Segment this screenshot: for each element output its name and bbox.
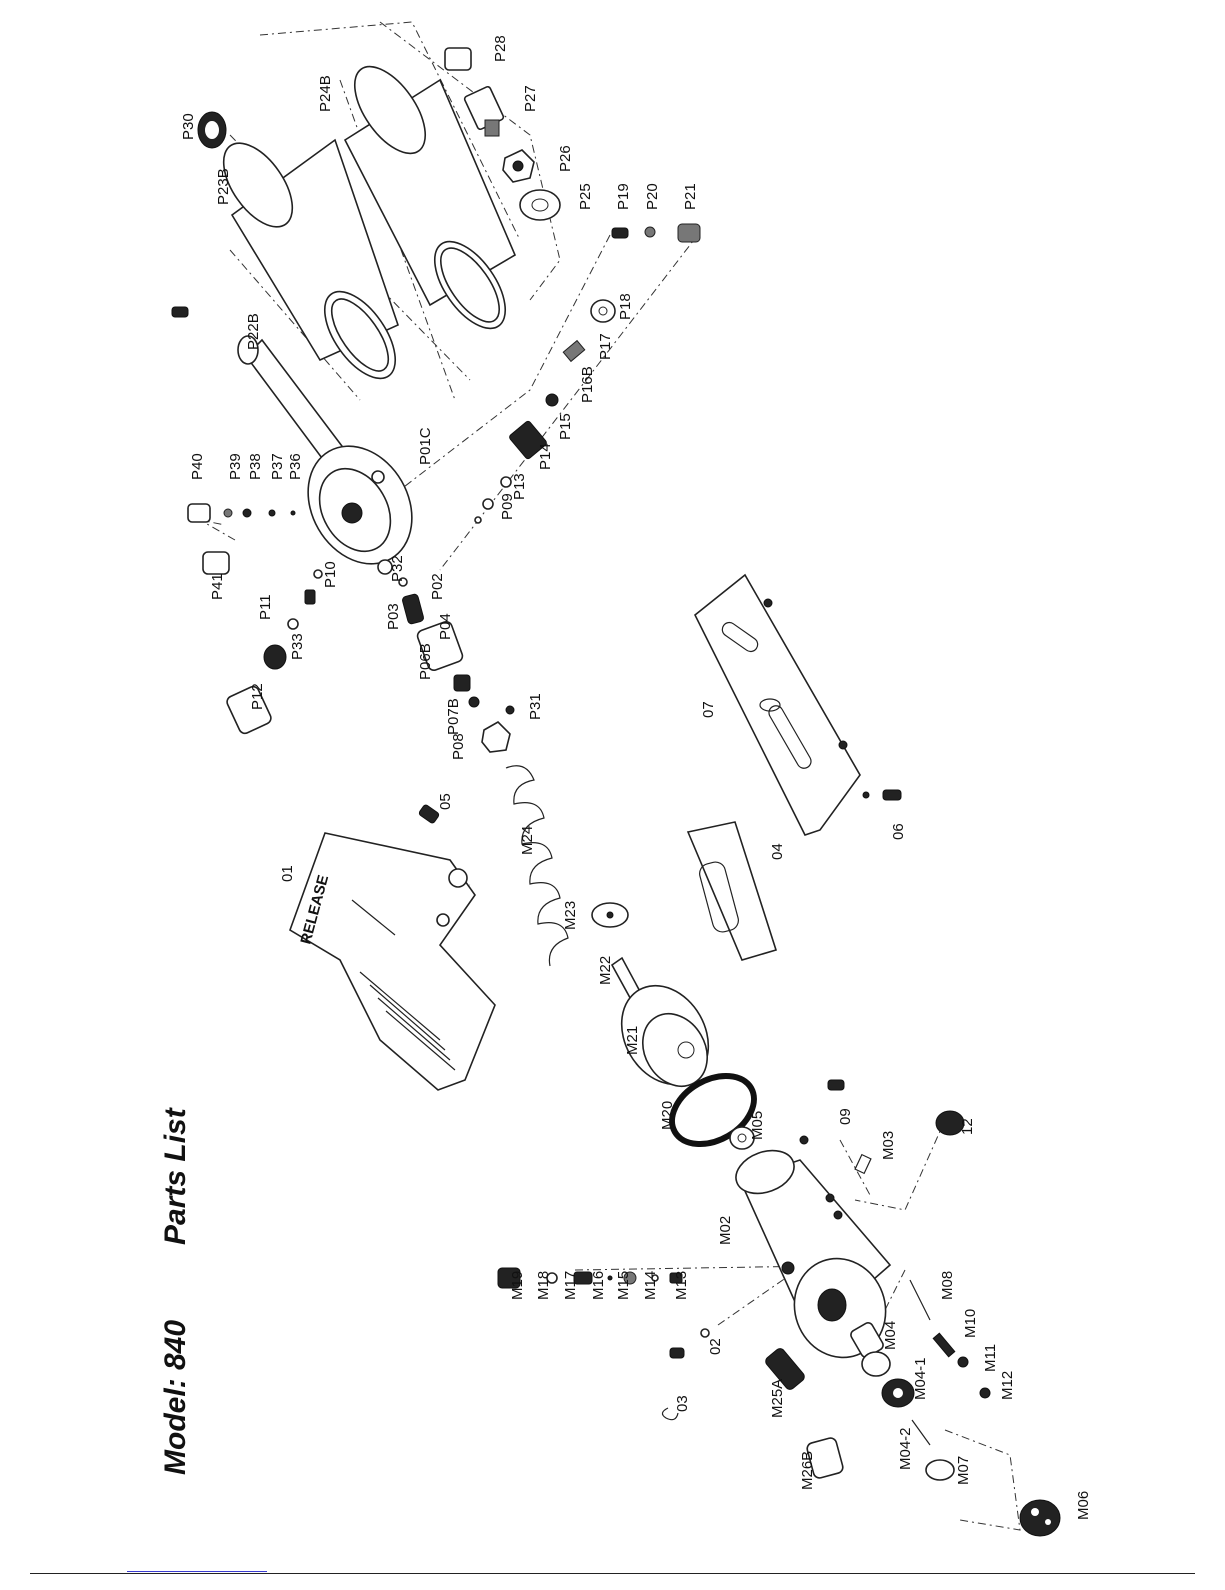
part-label-p01c: P01C bbox=[417, 427, 434, 465]
part-label-p30: P30 bbox=[180, 113, 197, 140]
part-label-m03: M03 bbox=[880, 1131, 897, 1160]
part-label-p40: P40 bbox=[189, 453, 206, 480]
part-label-12: 12 bbox=[959, 1118, 976, 1135]
part-label-m17: M17 bbox=[562, 1271, 579, 1300]
page-title: Parts List bbox=[159, 1106, 192, 1245]
part-label-p19: P19 bbox=[615, 183, 632, 210]
part-label-p31: P31 bbox=[527, 693, 544, 720]
part-label-p22b: P22B bbox=[245, 313, 262, 350]
part-label-p37: P37 bbox=[269, 453, 286, 480]
part-label-06: 06 bbox=[890, 823, 907, 840]
part-label-m04: M04 bbox=[882, 1321, 899, 1350]
part-label-p07b: P07B bbox=[445, 698, 462, 735]
part-label-p24b: P24B bbox=[317, 75, 334, 112]
part-label-m08: M08 bbox=[939, 1271, 956, 1300]
part-label-04: 04 bbox=[769, 843, 786, 860]
part-label-m15: M15 bbox=[615, 1271, 632, 1300]
part-label-07: 07 bbox=[700, 701, 717, 718]
part-label-m02: M02 bbox=[717, 1216, 734, 1245]
part-label-p23b: P23B bbox=[215, 168, 232, 205]
part-label-p17: P17 bbox=[597, 333, 614, 360]
part-label-p10: P10 bbox=[322, 561, 339, 588]
part-label-p27: P27 bbox=[522, 85, 539, 112]
part-label-m19: M19 bbox=[509, 1271, 526, 1300]
part-label-m26b: M26B bbox=[799, 1451, 816, 1490]
part-label-p32: P32 bbox=[389, 555, 406, 582]
part-label-p28: P28 bbox=[492, 35, 509, 62]
part-label-p38: P38 bbox=[247, 453, 264, 480]
part-label-m04-2: M04-2 bbox=[897, 1427, 914, 1470]
part-label-03: 03 bbox=[674, 1395, 691, 1412]
part-label-p21: P21 bbox=[682, 183, 699, 210]
part-label-01: 01 bbox=[279, 865, 296, 882]
part-label-p04: P04 bbox=[437, 613, 454, 640]
part-label-p18: P18 bbox=[617, 293, 634, 320]
part-label-m14: M14 bbox=[642, 1271, 659, 1300]
part-label-p15: P15 bbox=[557, 413, 574, 440]
part-label-m16: M16 bbox=[590, 1271, 607, 1300]
footer-link-underline bbox=[127, 1571, 267, 1572]
mounting-brackets bbox=[686, 573, 902, 961]
part-label-m10: M10 bbox=[962, 1309, 979, 1338]
part-label-m11: M11 bbox=[982, 1344, 999, 1372]
part-label-p09: P09 bbox=[499, 493, 516, 520]
part-label-p26: P26 bbox=[557, 145, 574, 172]
part-label-m20: M20 bbox=[659, 1101, 676, 1130]
part-label-09: 09 bbox=[837, 1108, 854, 1125]
part-label-p20: P20 bbox=[644, 183, 661, 210]
part-label-p16b: P16B bbox=[579, 366, 596, 403]
part-label-05: 05 bbox=[437, 793, 454, 810]
part-label-p36: P36 bbox=[287, 453, 304, 480]
part-label-p39: P39 bbox=[227, 453, 244, 480]
part-label-p12: P12 bbox=[249, 683, 266, 710]
part-label-m24: M24 bbox=[519, 826, 536, 855]
part-label-m06: M06 bbox=[1075, 1491, 1092, 1520]
part-label-p13: P13 bbox=[511, 473, 528, 500]
part-label-m23: M23 bbox=[562, 901, 579, 930]
part-label-p41: P41 bbox=[209, 573, 226, 600]
part-label-p02: P02 bbox=[429, 573, 446, 600]
part-label-p25: P25 bbox=[577, 183, 594, 210]
part-label-p14: P14 bbox=[537, 443, 554, 470]
pump-body-assembly bbox=[497, 1079, 1061, 1537]
spring-piston-assembly bbox=[505, 765, 757, 1150]
part-label-m07: M07 bbox=[955, 1456, 972, 1485]
part-label-m25a: M25A bbox=[769, 1379, 786, 1418]
part-label-p03: P03 bbox=[385, 603, 402, 630]
part-label-02: 02 bbox=[707, 1338, 724, 1355]
part-label-m22: M22 bbox=[597, 956, 614, 985]
part-label-m12: M12 bbox=[999, 1371, 1016, 1400]
part-label-p06b: P06B bbox=[417, 643, 434, 680]
release-handle: RELEASE bbox=[289, 804, 496, 1091]
footer-rule bbox=[30, 1573, 1195, 1574]
part-label-p11: P11 bbox=[257, 594, 274, 620]
part-label-p08: P08 bbox=[450, 733, 467, 760]
part-label-m18: M18 bbox=[535, 1271, 552, 1300]
part-label-p33: P33 bbox=[289, 633, 306, 660]
part-label-m13: M13 bbox=[673, 1271, 690, 1300]
model-number: Model: 840 bbox=[159, 1320, 192, 1475]
air-cylinder-assembly bbox=[171, 47, 701, 753]
part-label-m21: M21 bbox=[624, 1026, 641, 1055]
part-label-m05: M05 bbox=[749, 1111, 766, 1140]
part-label-m04-1: M04-1 bbox=[912, 1357, 929, 1400]
